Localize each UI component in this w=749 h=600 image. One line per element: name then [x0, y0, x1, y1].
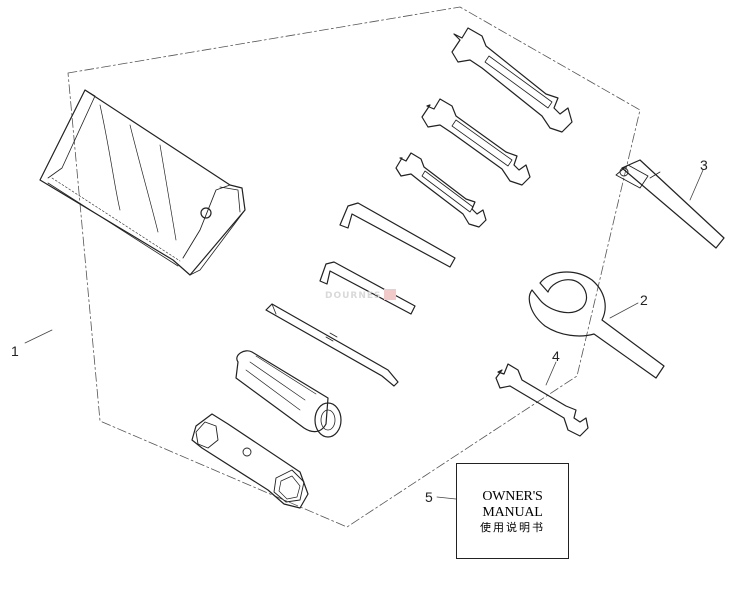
callout-2: 2: [640, 292, 648, 308]
handle-bar-tool: [615, 159, 725, 249]
leader-line-4: [545, 361, 557, 386]
leader-line-3: [689, 169, 704, 201]
callout-5: 5: [425, 489, 433, 505]
hex-key-small: [319, 261, 416, 315]
watermark-logo-icon: [383, 289, 396, 300]
screwdriver-shaft: [265, 303, 399, 387]
c-spanner: [528, 271, 665, 379]
owners-manual-title: OWNER'S MANUAL: [482, 489, 543, 520]
callout-1: 1: [11, 343, 19, 359]
double-wrench-small: [395, 152, 487, 228]
callout-4: 4: [552, 348, 560, 364]
tool-bag: [39, 89, 246, 276]
small-open-wrench: [495, 363, 589, 437]
double-wrench-large: [451, 27, 573, 133]
leader-line-2: [609, 302, 639, 319]
watermark-text: DOURNES: [325, 291, 382, 301]
owners-manual-subtitle: 使用说明书: [480, 521, 545, 534]
screwdriver-handle: [235, 350, 342, 438]
leader-line-1: [24, 329, 53, 344]
hex-key-large: [339, 202, 456, 268]
spark-plug-wrench: [191, 413, 309, 509]
callout-3: 3: [700, 157, 708, 173]
owners-manual: OWNER'S MANUAL 使用说明书: [456, 463, 569, 559]
watermark: DOURNES: [325, 289, 396, 301]
tool-kit-boundary: [67, 6, 641, 528]
double-wrench-medium: [421, 98, 531, 186]
leader-line-5: [436, 496, 457, 500]
